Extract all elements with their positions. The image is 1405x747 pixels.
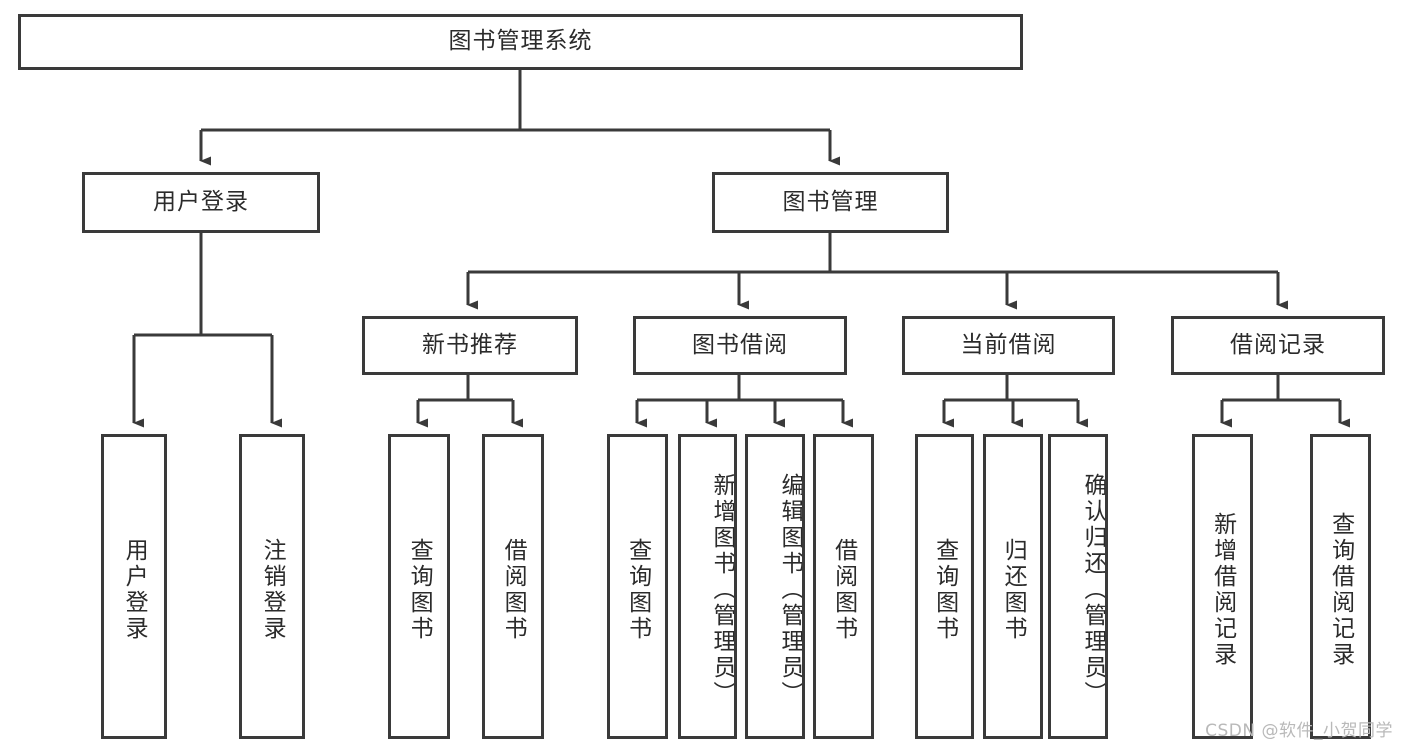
node-level2-0[interactable]: 用户登录 [82, 172, 320, 233]
node-level2-1[interactable]: 图书管理 [712, 172, 949, 233]
node-leaf-8[interactable]: 查询图书 [915, 434, 974, 739]
node-leaf-10[interactable]: 确认归还（管理员） [1048, 434, 1108, 739]
node-leaf-1[interactable]: 注销登录 [239, 434, 305, 739]
node-leaf-11[interactable]: 新增借阅记录 [1192, 434, 1253, 739]
node-leaf-5[interactable]: 新增图书（管理员） [678, 434, 737, 739]
node-leaf-2[interactable]: 查询图书 [388, 434, 450, 739]
node-root[interactable]: 图书管理系统 [18, 14, 1023, 70]
node-level3-0[interactable]: 新书推荐 [362, 316, 578, 375]
node-level3-2[interactable]: 当前借阅 [902, 316, 1115, 375]
node-level3-1[interactable]: 图书借阅 [633, 316, 847, 375]
node-leaf-7[interactable]: 借阅图书 [813, 434, 874, 739]
node-leaf-4[interactable]: 查询图书 [607, 434, 668, 739]
node-leaf-12[interactable]: 查询借阅记录 [1310, 434, 1371, 739]
node-leaf-9[interactable]: 归还图书 [983, 434, 1043, 739]
node-level3-3[interactable]: 借阅记录 [1171, 316, 1385, 375]
watermark-text: CSDN @软件_小贺同学 [1205, 721, 1393, 741]
node-leaf-0[interactable]: 用户登录 [101, 434, 167, 739]
node-leaf-3[interactable]: 借阅图书 [482, 434, 544, 739]
node-leaf-6[interactable]: 编辑图书（管理员） [745, 434, 805, 739]
